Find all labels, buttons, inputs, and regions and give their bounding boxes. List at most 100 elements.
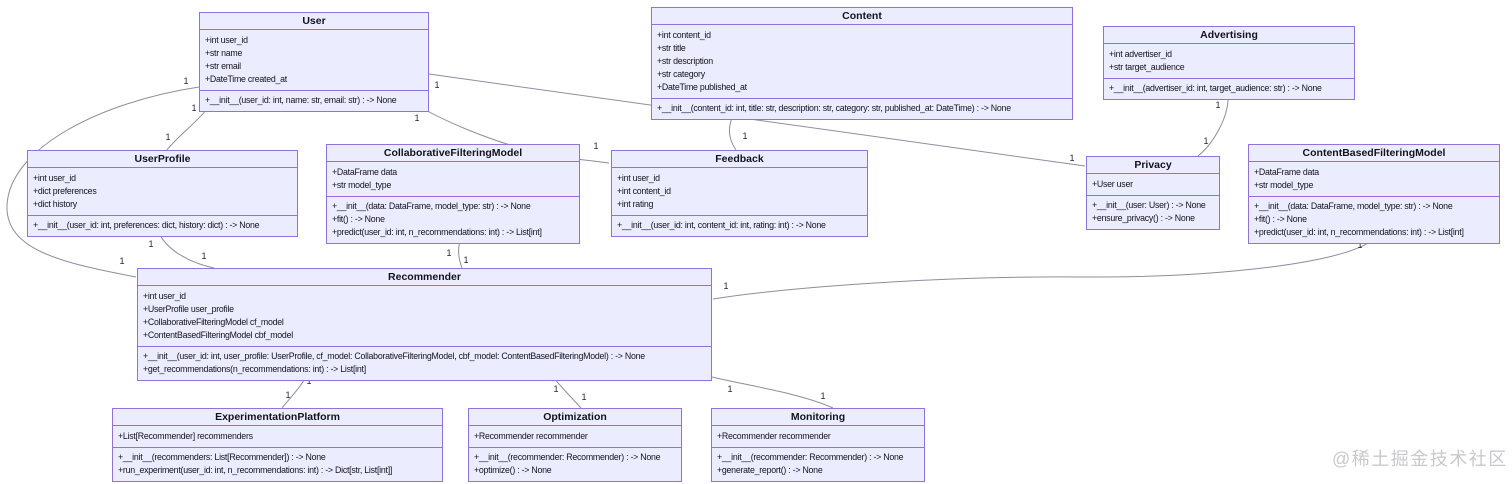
class-method: +__init__(advertiser_id: int, target_aud…	[1109, 83, 1322, 93]
class-attribute: +UserProfile user_profile	[143, 304, 234, 314]
relationship-edge-content-feedback	[728, 115, 737, 151]
class-title: Optimization	[469, 409, 681, 426]
relationship-edge-advertising-privacy	[1197, 95, 1229, 157]
class-attributes-section: +DataFrame data+str model_type	[1249, 162, 1499, 196]
class-attribute: +int user_id	[143, 291, 186, 301]
class-method: +__init__(user: User) : -> None	[1092, 200, 1206, 210]
class-attributes-section: +Recommender recommender	[469, 426, 681, 447]
class-attribute: +DateTime created_at	[205, 74, 287, 84]
class-title: Privacy	[1087, 157, 1219, 174]
class-attribute: +int content_id	[657, 30, 711, 40]
multiplicity-label: 1	[1357, 240, 1362, 250]
class-method: +__init__(recommenders: List[Recommender…	[118, 452, 326, 462]
class-method: +generate_report() : -> None	[717, 465, 823, 475]
multiplicity-label: 1	[414, 113, 419, 123]
class-attribute: +str model_type	[332, 180, 392, 190]
class-attribute: +str target_audience	[1109, 62, 1185, 72]
multiplicity-label: 1	[1203, 136, 1208, 146]
multiplicity-label: 1	[191, 103, 196, 113]
class-attribute: +int user_id	[617, 173, 660, 183]
class-attribute: +User user	[1092, 179, 1133, 189]
class-method: +fit() : -> None	[332, 214, 385, 224]
class-methods-section: +__init__(recommender: Recommender) : ->…	[469, 447, 681, 481]
class-method: +predict(user_id: int, n_recommendations…	[1254, 227, 1464, 237]
class-method: +fit() : -> None	[1254, 214, 1307, 224]
class-title: Feedback	[612, 151, 867, 168]
class-method: +__init__(data: DataFrame, model_type: s…	[1254, 201, 1453, 211]
class-box-user-profile: UserProfile +int user_id +dict preferences…	[27, 150, 298, 237]
multiplicity-label: 1	[285, 390, 290, 400]
class-attributes-section: +int advertiser_id +str target_audience	[1104, 44, 1354, 78]
multiplicity-label: 1	[463, 255, 468, 265]
class-method: +__init__(user_id: int, preferences: dic…	[33, 220, 260, 230]
class-attributes-section: +List[Recommender] recommenders	[113, 426, 442, 447]
class-attribute: +DateTime published_at	[657, 82, 747, 92]
class-method: +__init__(recommender: Recommender) : ->…	[474, 452, 661, 462]
class-title: Monitoring	[712, 409, 924, 426]
class-methods-section: +__init__(user_id: int, content_id: int,…	[612, 215, 867, 236]
class-attributes-section: +int user_id +int content_id +int rating	[612, 168, 867, 215]
class-title: Recommender	[138, 269, 711, 286]
class-attribute: +int user_id	[205, 35, 248, 45]
class-attribute: +Recommender recommender	[474, 431, 588, 441]
class-box-content-based-filtering-model: ContentBasedFilteringModel+DataFrame dat…	[1248, 144, 1500, 244]
class-method: +get_recommendations(n_recommendations: …	[143, 364, 366, 374]
class-box-content: Content+int content_id+str title+str des…	[651, 7, 1073, 120]
watermark-text: @稀土掘金技术社区	[1332, 449, 1508, 469]
class-title: CollaborativeFilteringModel	[327, 145, 579, 162]
class-method: +__init__(data: DataFrame, model_type: s…	[332, 201, 531, 211]
class-attribute: +int content_id	[617, 186, 671, 196]
class-attribute: +str title	[657, 43, 686, 53]
class-attribute: +Recommender recommender	[717, 431, 831, 441]
class-attribute: +int rating	[617, 199, 654, 209]
class-box-user: User+int user_id+str name+str email+Date…	[199, 12, 429, 112]
multiplicity-label: 1	[201, 251, 206, 261]
class-attributes-section: +int content_id+str title+str descriptio…	[652, 25, 1072, 98]
multiplicity-label: 1	[820, 391, 825, 401]
class-title: ExperimentationPlatform	[113, 409, 442, 426]
class-box-advertising: Advertising +int advertiser_id +str target…	[1103, 26, 1355, 100]
class-attribute: +int advertiser_id	[1109, 49, 1172, 59]
relationship-edge-collaborative-filtering-model-recommender	[458, 240, 463, 269]
class-attribute: +int user_id	[33, 173, 76, 183]
class-attributes-section: +DataFrame data +str model_type	[327, 162, 579, 196]
class-method: +predict(user_id: int, n_recommendations…	[332, 227, 542, 237]
class-attribute: +DataFrame data	[1254, 167, 1319, 177]
class-methods-section: +__init__(advertiser_id: int, target_aud…	[1104, 78, 1354, 99]
multiplicity-label: 1	[306, 376, 311, 386]
class-attributes-section: +int user_id +UserProfile user_profile +Co…	[138, 286, 711, 346]
multiplicity-label: 1	[1069, 153, 1074, 163]
class-box-experimentation-platform: ExperimentationPlatform +List[Recommender…	[112, 408, 443, 482]
class-attribute: +ContentBasedFilteringModel cbf_model	[143, 330, 293, 340]
multiplicity-label: 1	[434, 80, 439, 90]
class-attribute: +str email	[205, 61, 241, 71]
class-methods-section: +__init__(data: DataFrame, model_type: s…	[327, 196, 579, 243]
multiplicity-label: 1	[553, 384, 558, 394]
multiplicity-label: 1	[742, 131, 747, 141]
class-attributes-section: +int user_id +dict preferences +dict histo…	[28, 168, 297, 215]
class-methods-section: +__init__(recommenders: List[Recommender…	[113, 447, 442, 481]
class-title: UserProfile	[28, 151, 297, 168]
relationship-edge-content-based-filtering-model-recommender	[712, 240, 1372, 300]
class-title: Content	[652, 8, 1072, 25]
class-methods-section: +__init__(user_id: int, user_profile: Us…	[138, 346, 711, 380]
class-box-privacy: Privacy +User user +__init__(user: User) :…	[1086, 156, 1220, 230]
class-method: +run_experiment(user_id: int, n_recommen…	[118, 465, 393, 475]
multiplicity-label: 1	[183, 76, 188, 86]
class-method: +__init__(content_id: int, title: str, d…	[657, 103, 1011, 113]
class-attributes-section: +Recommender recommender	[712, 426, 924, 447]
class-attribute: +List[Recommender] recommenders	[118, 431, 253, 441]
class-attributes-section: +User user	[1087, 174, 1219, 195]
class-attributes-section: +int user_id +str name +str email +DateTime…	[200, 30, 428, 90]
class-title: Advertising	[1104, 27, 1354, 44]
relationship-edge-user-privacy	[428, 73, 1086, 167]
class-attribute: +DataFrame data	[332, 167, 397, 177]
class-method: +__init__(user_id: int, name: str, email…	[205, 95, 397, 105]
class-attribute: +dict preferences	[33, 186, 97, 196]
class-attribute: +str name	[205, 48, 243, 58]
class-attribute: +dict history	[33, 199, 77, 209]
relationship-edge-user-user-profile	[166, 107, 209, 151]
multiplicity-label: 1	[593, 141, 598, 151]
multiplicity-label: 1	[581, 392, 586, 402]
